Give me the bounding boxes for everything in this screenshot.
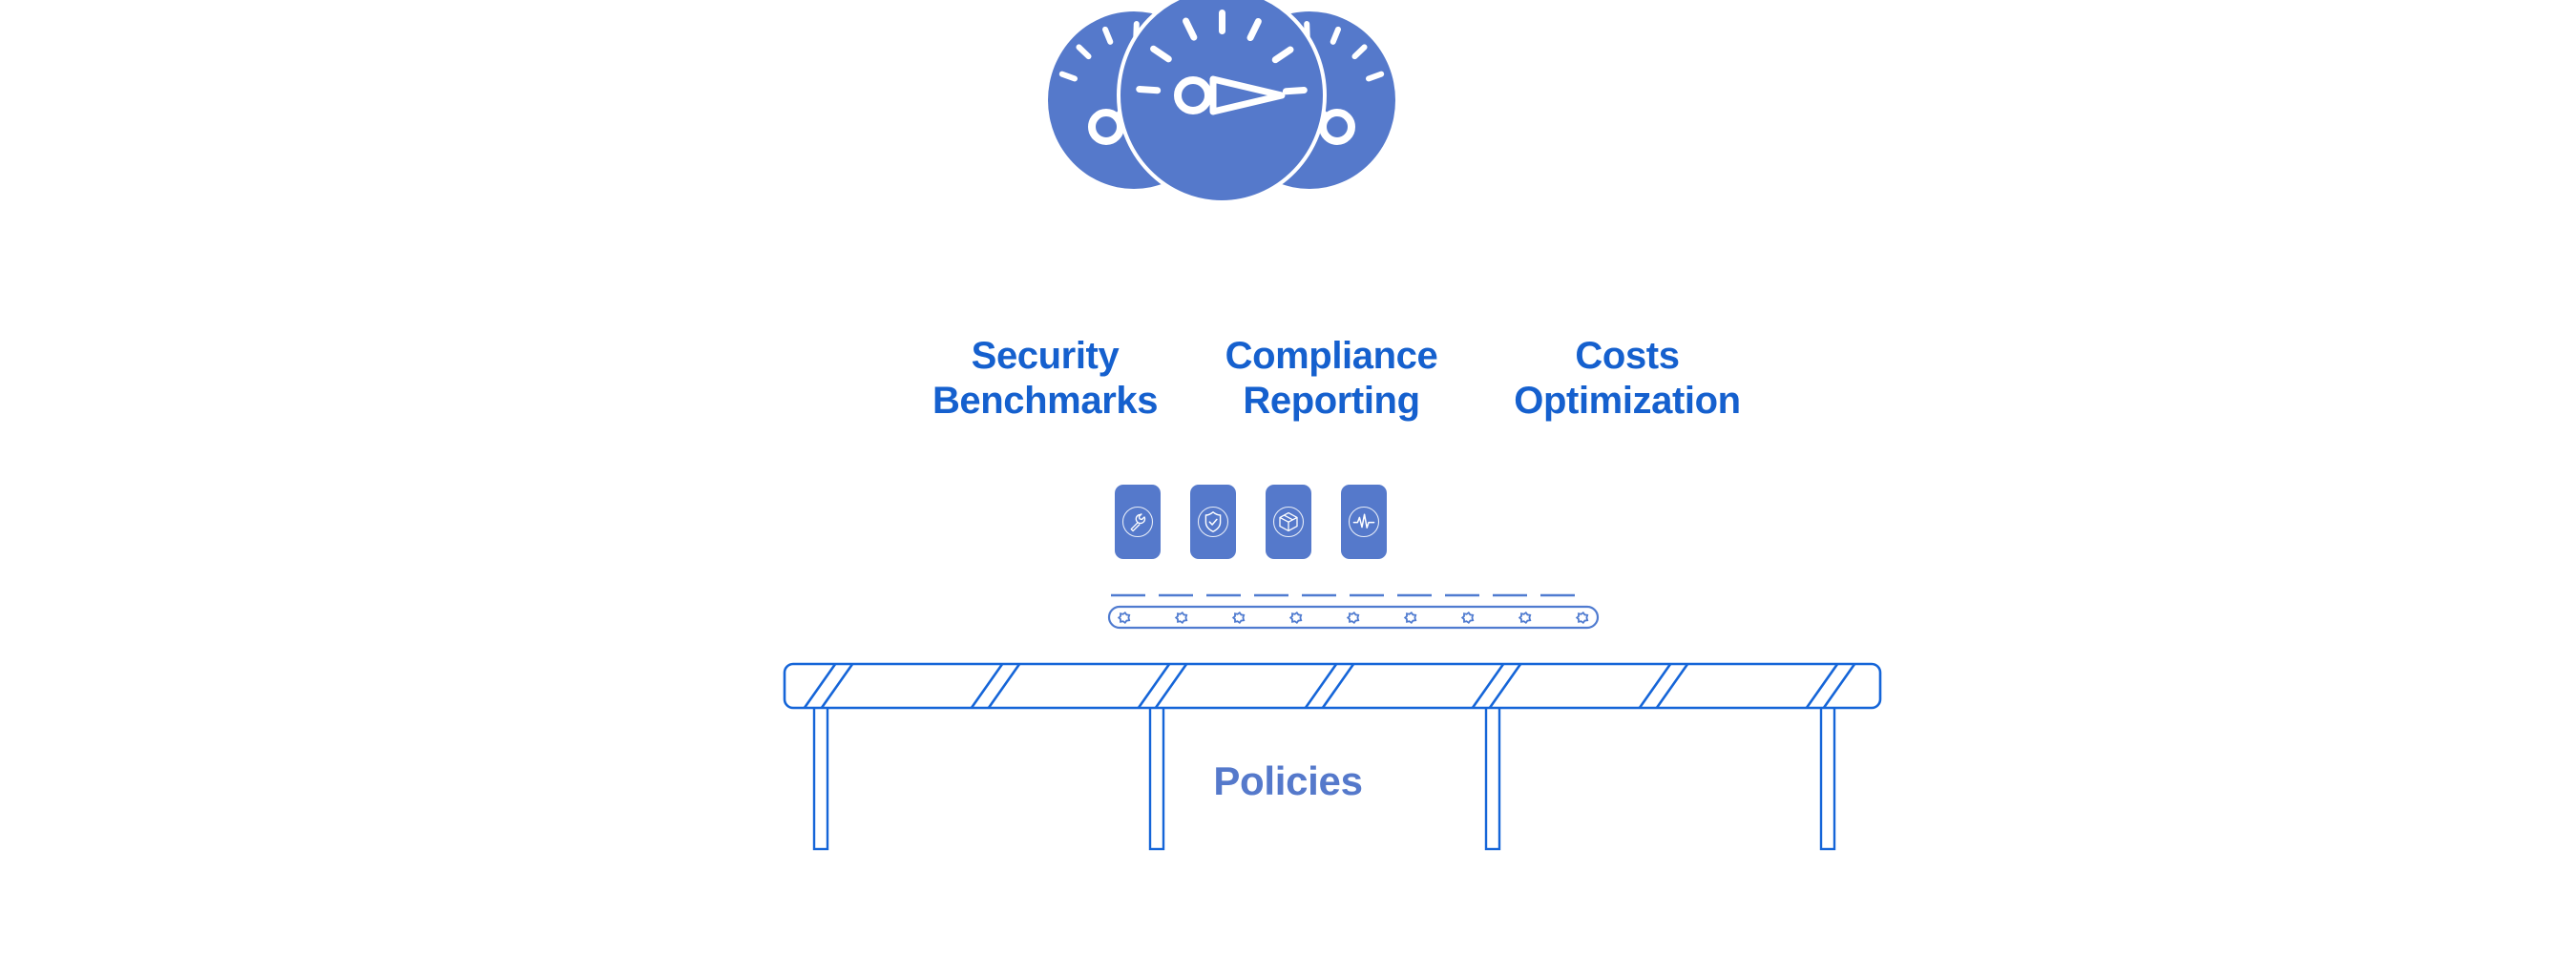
box-cube-icon	[1270, 504, 1307, 540]
icon-cards-group	[1115, 485, 1592, 585]
label-costs-optimization: Costs Optimization	[1475, 334, 1780, 424]
label-line-1: Costs	[1575, 335, 1680, 377]
icon-cards-row	[1115, 485, 1592, 559]
label-line-1: Compliance	[1225, 335, 1438, 377]
label-line-2: Optimization	[1514, 380, 1741, 423]
card-shield-check[interactable]	[1190, 485, 1236, 559]
card-box-cube[interactable]	[1266, 485, 1311, 559]
pulse-activity-icon	[1346, 504, 1382, 540]
card-wrench[interactable]	[1115, 485, 1161, 559]
compliance-gauge-needle	[1174, 75, 1286, 115]
policies-table-group	[764, 658, 1909, 906]
table-top	[783, 662, 1882, 710]
policies-label: Policies	[1213, 758, 1363, 803]
label-line-2: Benchmarks	[932, 380, 1159, 423]
compliance-gauge	[1117, 0, 1327, 204]
label-security-benchmarks: Security Benchmarks	[902, 334, 1188, 424]
concept-labels-group: Security Benchmarks Compliance Reporting…	[897, 334, 1785, 439]
wrench-icon	[1120, 504, 1156, 540]
shield-check-icon	[1195, 504, 1231, 540]
card-pulse-activity[interactable]	[1341, 485, 1387, 559]
conveyor-group	[1107, 590, 1603, 647]
conveyor-rollers	[1117, 611, 1589, 625]
concept-labels-row: Security Benchmarks Compliance Reporting…	[897, 334, 1785, 424]
conveyor-belt-body	[1107, 605, 1600, 630]
label-compliance-reporting: Compliance Reporting	[1188, 334, 1475, 424]
label-line-1: Security	[971, 335, 1120, 377]
table-legs	[812, 704, 1836, 851]
gauges-group	[1026, 0, 1694, 286]
label-line-2: Reporting	[1243, 380, 1420, 423]
table-top-hatching	[800, 664, 1859, 708]
